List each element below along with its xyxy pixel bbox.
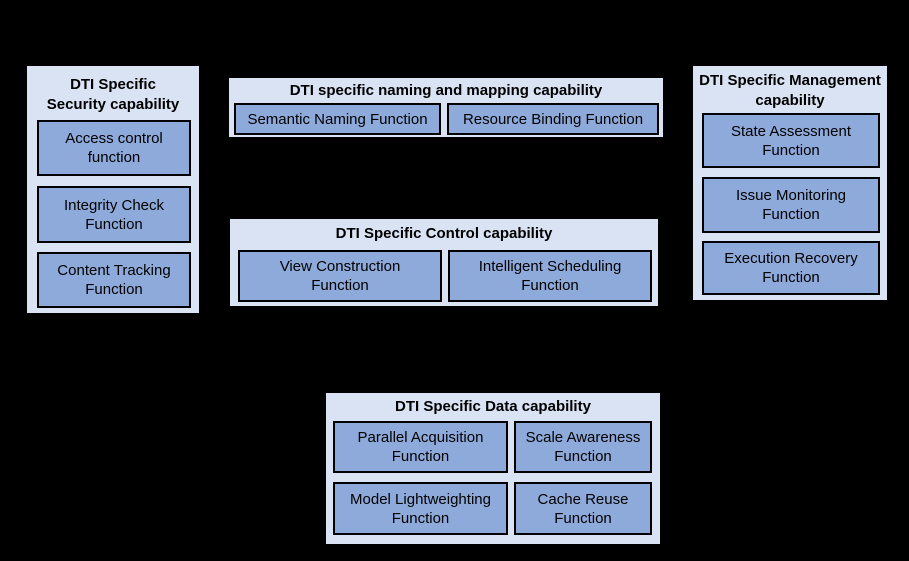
function-box-cache-reuse: Cache Reuse Function [514,482,652,535]
function-box-state-assessment: State Assessment Function [702,113,880,168]
function-box-scale-awareness: Scale Awareness Function [514,421,652,473]
group-title-naming-mapping: DTI specific naming and mapping capabili… [289,82,603,99]
group-title-data: DTI Specific Data capability [395,398,591,415]
function-box-content-tracking: Content Tracking Function [37,252,191,308]
function-box-resource-binding: Resource Binding Function [447,103,659,135]
function-box-semantic-naming: Semantic Naming Function [234,103,441,135]
function-box-view-construction: View Construction Function [238,250,442,302]
group-data-capability: DTI Specific Data capability Parallel Ac… [325,392,661,545]
function-box-model-lightweighting: Model Lightweighting Function [333,482,508,535]
group-title-security: DTI Specific Security capability [46,76,180,113]
function-box-issue-monitoring: Issue Monitoring Function [702,177,880,233]
group-title-control: DTI Specific Control capability [335,225,553,242]
function-box-parallel-acquisition: Parallel Acquisition Function [333,421,508,473]
function-box-integrity-check: Integrity Check Function [37,186,191,243]
group-management-capability: DTI Specific Management capability State… [692,65,888,301]
function-box-execution-recovery: Execution Recovery Function [702,241,880,295]
function-box-access-control: Access control function [37,120,191,176]
group-security-capability: DTI Specific Security capability Access … [26,65,200,314]
group-title-management: DTI Specific Management capability [699,72,881,109]
group-naming-mapping-capability: DTI specific naming and mapping capabili… [228,77,664,138]
group-control-capability: DTI Specific Control capability View Con… [229,218,659,307]
function-box-intelligent-scheduling: Intelligent Scheduling Function [448,250,652,302]
